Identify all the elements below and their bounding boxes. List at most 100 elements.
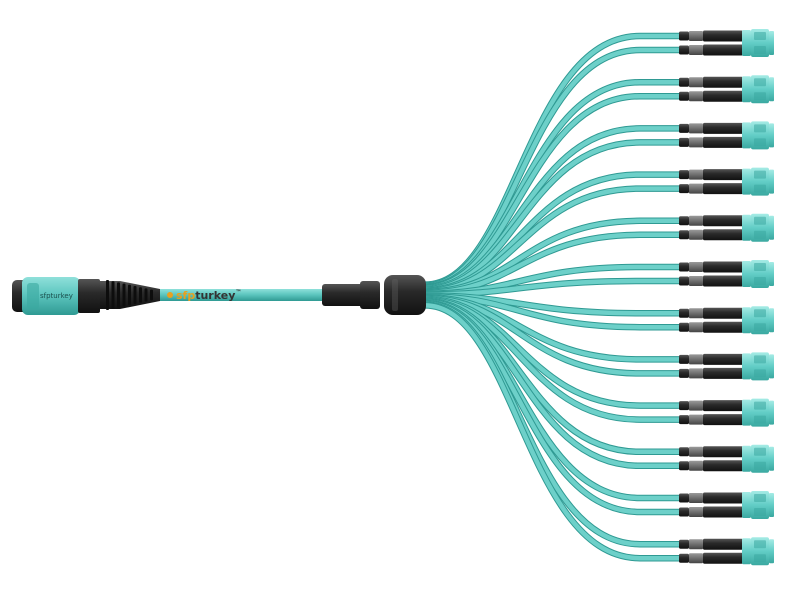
lc-port-bottom <box>754 46 766 54</box>
lc-boot <box>679 123 689 133</box>
lc-ferrule-cap <box>769 77 774 102</box>
lc-boot <box>679 216 689 226</box>
lc-housing <box>703 446 743 458</box>
lc-port-top <box>754 355 766 364</box>
lc-duplex-connector-icon <box>679 537 774 566</box>
lc-port-bottom <box>754 138 766 147</box>
lc-port-bottom <box>754 230 766 239</box>
brand-name: sfpturkey™ <box>176 289 241 302</box>
lc-housing <box>703 552 743 564</box>
lc-port-top <box>754 78 766 87</box>
lc-connector-stack <box>679 29 774 566</box>
lc-boot <box>679 354 689 364</box>
brand-trademark: ™ <box>235 289 241 296</box>
boot-ridge <box>144 288 148 302</box>
lc-crimp <box>689 368 703 379</box>
lc-duplex-connector-icon <box>679 491 774 519</box>
lc-housing <box>703 76 743 88</box>
lc-crimp <box>689 276 703 286</box>
lc-boot <box>679 401 689 411</box>
lc-housing <box>703 538 743 550</box>
lc-boot <box>679 31 689 41</box>
lc-duplex-clip <box>742 214 751 241</box>
lc-port-top <box>754 32 766 40</box>
lc-port-bottom <box>754 369 766 378</box>
lc-crimp <box>689 137 703 148</box>
boot-ridge <box>117 282 120 308</box>
lc-boot <box>679 276 689 286</box>
fiber-strand <box>422 303 685 561</box>
boot-ridge <box>111 281 115 309</box>
lc-boot <box>679 447 689 457</box>
lc-crimp <box>689 308 703 319</box>
boot-ridge <box>106 280 109 310</box>
lc-ferrule-cap <box>769 169 774 194</box>
lc-crimp <box>689 229 703 240</box>
lc-crimp <box>689 262 703 272</box>
lc-housing <box>703 30 743 42</box>
lc-housing <box>703 215 743 227</box>
lc-housing <box>703 367 743 379</box>
lc-duplex-connector-icon <box>679 398 774 427</box>
lc-housing <box>703 400 743 412</box>
lc-ferrule-cap <box>769 262 774 286</box>
lc-port-bottom <box>754 508 766 516</box>
fanout-fibers <box>421 32 686 562</box>
lc-crimp <box>689 322 703 333</box>
lc-port-bottom <box>754 184 766 193</box>
lc-duplex-connector-icon <box>679 167 774 196</box>
lc-crimp <box>689 354 703 365</box>
lc-port-top <box>754 309 766 318</box>
lc-duplex-clip <box>742 168 751 195</box>
lc-port-bottom <box>754 415 766 424</box>
brand-logo: sfpturkey™ <box>167 289 241 302</box>
lc-housing <box>703 169 743 181</box>
lc-duplex-clip <box>742 353 751 380</box>
lc-housing <box>703 492 743 504</box>
lc-port-top <box>754 124 766 133</box>
lc-housing <box>703 44 743 56</box>
lc-crimp <box>689 460 703 471</box>
lc-boot <box>679 415 689 425</box>
lc-duplex-clip <box>742 122 751 149</box>
lc-ferrule-cap <box>769 539 774 564</box>
lc-port-bottom <box>754 461 766 470</box>
lc-boot <box>679 170 689 180</box>
lc-ferrule-cap <box>769 123 774 148</box>
lc-ferrule-cap <box>769 354 774 379</box>
lc-crimp <box>689 446 703 457</box>
lc-boot <box>679 553 689 563</box>
lc-crimp <box>689 77 703 88</box>
lc-duplex-clip <box>742 445 751 472</box>
lc-duplex-connector-icon <box>679 75 774 104</box>
lc-port-bottom <box>754 554 766 563</box>
lc-crimp <box>689 539 703 550</box>
lc-duplex-connector-icon <box>679 306 774 335</box>
lc-boot <box>679 137 689 147</box>
lc-port-top <box>754 494 766 502</box>
lc-ferrule-cap <box>769 400 774 425</box>
fanout-icon <box>322 275 426 315</box>
boot-ridge <box>150 289 153 301</box>
lc-duplex-connector-icon <box>679 29 774 57</box>
lc-boot <box>679 368 689 378</box>
lc-port-top <box>754 170 766 179</box>
lc-duplex-clip <box>742 307 751 334</box>
lc-crimp <box>689 215 703 226</box>
lc-crimp <box>689 400 703 411</box>
lc-port-bottom <box>754 277 766 285</box>
lc-housing <box>703 275 743 287</box>
lc-boot <box>679 77 689 87</box>
lc-crimp <box>689 493 703 503</box>
lc-port-top <box>754 401 766 410</box>
lc-housing <box>703 506 743 518</box>
lc-crimp <box>689 507 703 517</box>
mpo-brand-label: sfpturkey <box>40 292 73 300</box>
lc-boot <box>679 184 689 194</box>
lc-boot <box>679 539 689 549</box>
lc-crimp <box>689 553 703 564</box>
lc-duplex-clip <box>742 261 751 287</box>
lc-housing <box>703 229 743 241</box>
